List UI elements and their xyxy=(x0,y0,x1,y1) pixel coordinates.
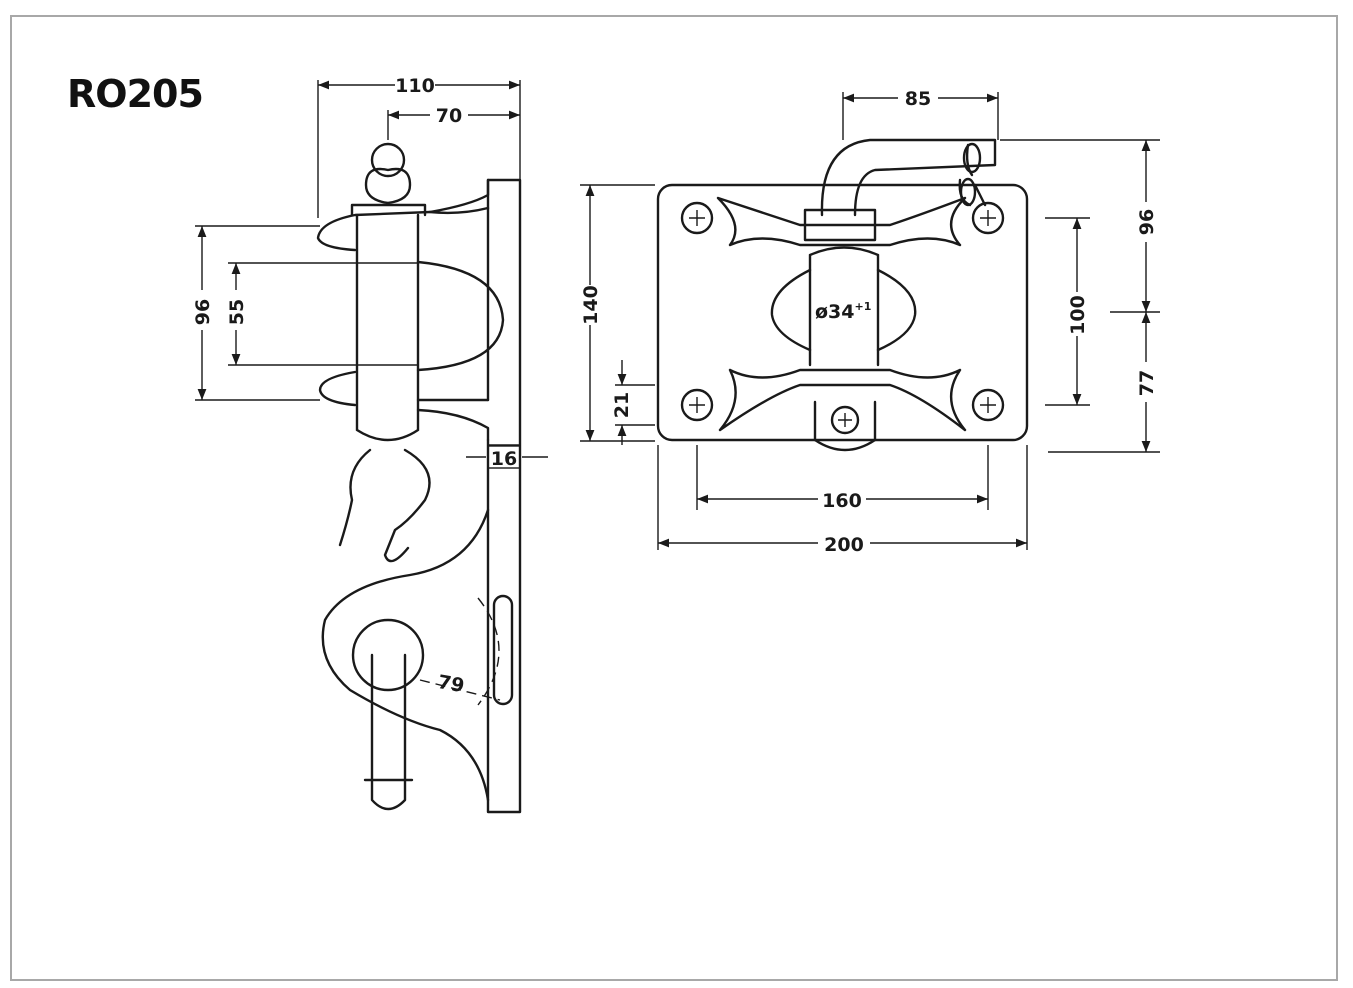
dim-140: 140 xyxy=(580,285,602,325)
lower-arms xyxy=(718,368,967,432)
bolt-hole xyxy=(971,388,1005,422)
dim-96-side: 96 xyxy=(192,299,214,325)
side-view: 110 70 96 55 16 79 xyxy=(190,73,548,814)
dim-55: 55 xyxy=(226,299,248,325)
dim-21: 21 xyxy=(611,392,633,418)
drawing-frame xyxy=(10,15,1338,981)
dim-bore: ø34+1 xyxy=(815,300,871,323)
bolt-holes xyxy=(680,201,1005,422)
bolt-hole xyxy=(971,201,1005,235)
lower-pin xyxy=(363,653,414,811)
dim-77: 77 xyxy=(1136,370,1158,396)
dim-100: 100 xyxy=(1067,295,1089,335)
drawing-title: RO205 xyxy=(67,72,204,116)
front-view: ø34+1 85 140 21 100 96 77 160 200 xyxy=(578,86,1160,556)
hairpin-clip xyxy=(338,448,431,563)
bore-tube xyxy=(808,246,880,367)
dim-85: 85 xyxy=(905,88,931,110)
pin-tube xyxy=(355,213,420,442)
dim-110: 110 xyxy=(395,75,435,97)
dim-96-front: 96 xyxy=(1136,209,1158,235)
dim-70: 70 xyxy=(436,105,462,127)
lock-bolt xyxy=(813,400,877,452)
dim-200: 200 xyxy=(824,534,864,556)
bolt-hole xyxy=(680,388,714,422)
mounting-plate-side xyxy=(486,178,522,814)
bolt-hole xyxy=(680,201,714,235)
upper-arms xyxy=(716,196,967,247)
dim-16: 16 xyxy=(491,448,517,470)
slot xyxy=(492,594,514,706)
arm-body xyxy=(321,508,490,802)
mounting-plate-front xyxy=(656,183,1029,442)
upper-bracket xyxy=(316,178,490,252)
dim-160: 160 xyxy=(822,490,862,512)
middle-lobe xyxy=(416,260,505,372)
hook-base xyxy=(803,208,877,242)
hook xyxy=(820,138,997,217)
dim-79: 79 xyxy=(436,671,466,697)
pin-head xyxy=(370,142,406,178)
